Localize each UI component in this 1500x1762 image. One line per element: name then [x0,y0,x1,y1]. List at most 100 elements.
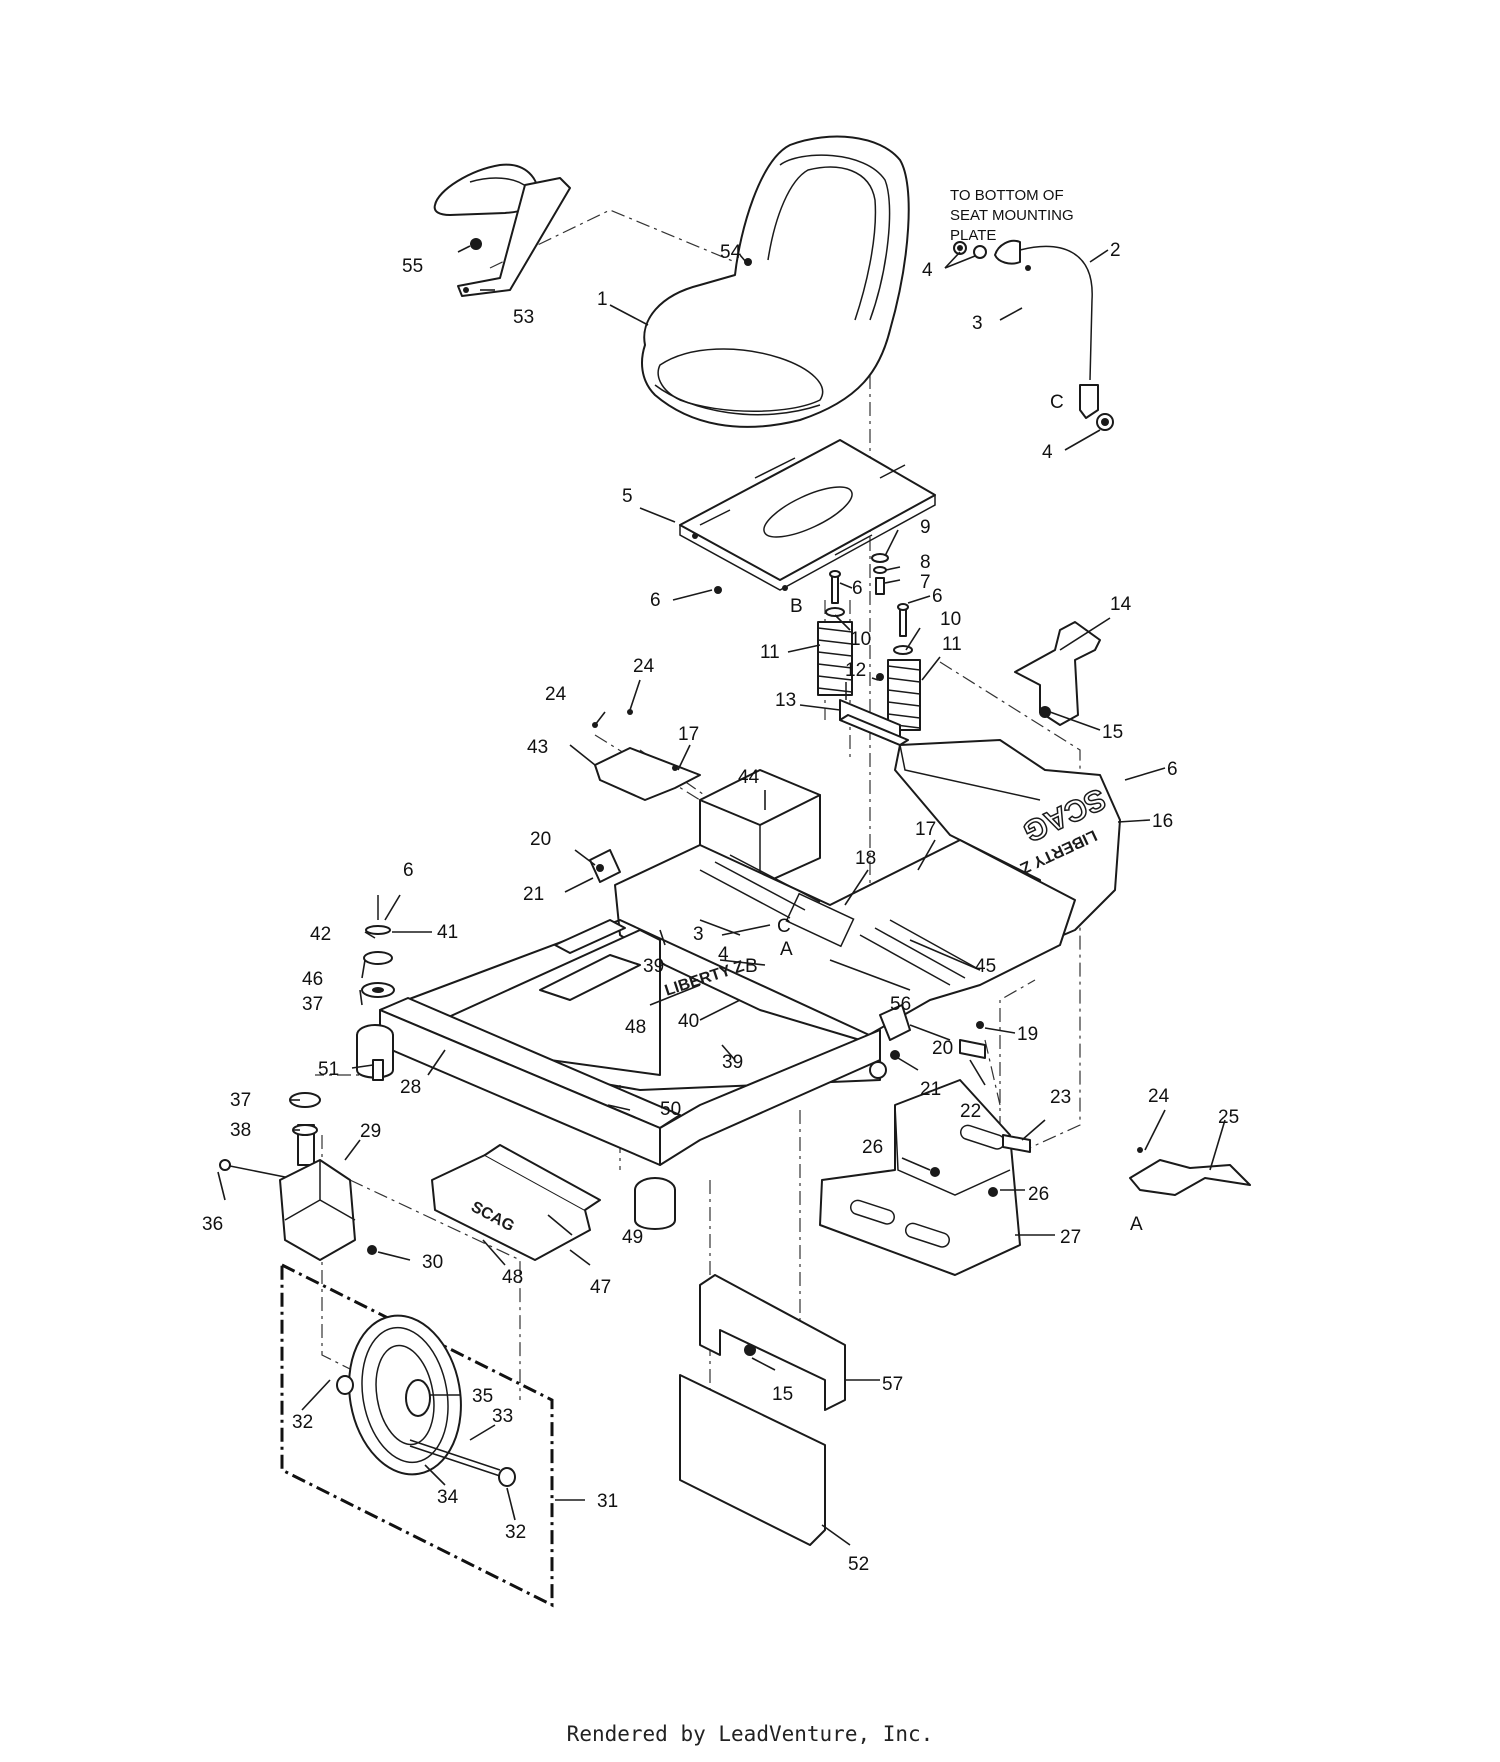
callout-32-left: 32 [292,1412,313,1433]
callout-20-right: 20 [932,1038,953,1059]
callout-2: 2 [1110,240,1121,261]
callout-33: 33 [492,1406,513,1427]
callout-55: 55 [402,256,423,277]
callout-38: 38 [230,1120,251,1141]
caster-wheel-assembly [280,1263,554,1608]
callout-26-left: 26 [862,1137,883,1158]
callout-49: 49 [622,1227,643,1248]
ref-a-frame: A [780,939,793,960]
callout-34: 34 [437,1487,459,1508]
plate-52 [679,1374,826,1546]
callout-4-frame: 4 [718,944,729,965]
seat-switch-cable [953,239,1114,431]
note-line-1: TO BOTTOM OF [950,187,1064,204]
callout-27: 27 [1060,1227,1081,1248]
seat [641,135,910,428]
leader-lines [217,245,1226,1546]
callout-21-right: 21 [920,1079,941,1100]
callout-29: 29 [360,1121,381,1142]
callout-48-frame: 48 [625,1017,646,1038]
callout-43: 43 [527,737,548,758]
caster-assembly [219,1124,377,1261]
callout-7: 7 [920,572,931,593]
callout-14: 14 [1110,594,1132,615]
callout-52: 52 [848,1554,869,1575]
callout-24-top: 24 [633,656,655,677]
callout-17-left: 17 [678,724,699,745]
bracket-43 [592,709,701,801]
callout-1: 1 [597,289,608,310]
ref-c-frame: C [777,916,791,937]
nut-icon [957,245,963,251]
callout-41: 41 [437,922,458,943]
callout-10-right: 10 [940,609,961,630]
callout-48-shield: 48 [502,1267,523,1288]
callout-10-left: 10 [850,629,871,650]
callout-4-cable-top: 4 [922,260,933,281]
frame: SCAG LIBERTY Z LIBERTY Z [356,739,1121,1230]
armrest-assembly [433,163,571,297]
bracket-57 [699,1274,846,1411]
callout-26-right: 26 [1028,1184,1049,1205]
ref-b-plate: B [790,596,803,617]
callout-20-left: 20 [530,829,551,850]
footer-credit: Rendered by LeadVenture, Inc. [566,1722,934,1746]
springs [817,621,921,731]
callout-35: 35 [472,1386,493,1407]
callout-37-bottom: 37 [230,1090,251,1111]
callout-13: 13 [775,690,796,711]
callout-50: 50 [660,1099,681,1120]
callout-54: 54 [720,242,742,263]
callout-15-bottom: 15 [772,1384,793,1405]
callout-39-left: 39 [643,956,664,977]
callout-51: 51 [318,1059,339,1080]
callout-37-top: 37 [302,994,323,1015]
callout-17-right: 17 [915,819,936,840]
callout-28: 28 [400,1077,421,1098]
callout-24-right: 24 [1148,1086,1170,1107]
callout-6-pan: 6 [1167,759,1178,780]
callout-6-plate: 6 [650,590,661,611]
caster-stack [289,895,395,1136]
callout-25: 25 [1218,1107,1239,1128]
callout-15-top: 15 [1102,722,1123,743]
callout-31: 31 [597,1491,618,1512]
callout-23: 23 [1050,1087,1071,1108]
callout-53: 53 [513,307,534,328]
nut-icon [1039,706,1051,718]
callout-40: 40 [678,1011,699,1032]
step-shield: SCAG [431,1144,601,1261]
callout-6-right: 6 [932,586,943,607]
callout-18: 18 [855,848,876,869]
seat-mounting-plate [679,439,936,591]
ref-c-cable: C [1050,392,1064,413]
callout-57: 57 [882,1374,903,1395]
callout-12: 12 [845,660,866,681]
bracket-25 [1129,1147,1251,1196]
ref-a-bracket: A [1130,1214,1143,1235]
callout-4-cable-bottom: 4 [1042,442,1053,463]
callout-36: 36 [202,1214,223,1235]
callout-56: 56 [890,994,911,1015]
callout-16: 16 [1152,811,1173,832]
callout-21-left: 21 [523,884,544,905]
callout-32-right: 32 [505,1522,526,1543]
callout-42: 42 [310,924,331,945]
note-line-3: PLATE [950,227,996,244]
callout-45: 45 [975,956,996,977]
callout-3-cable: 3 [972,313,983,334]
bolt-icon [470,238,482,250]
callout-9: 9 [920,517,931,538]
callout-30: 30 [422,1252,443,1273]
callout-39-right: 39 [722,1052,743,1073]
callout-11-left: 11 [760,642,780,663]
bracket-14 [1014,621,1101,726]
callout-22: 22 [960,1101,981,1122]
callout-46: 46 [302,969,323,990]
callout-6-bolt: 6 [852,578,863,599]
callout-8: 8 [920,552,931,573]
callout-19: 19 [1017,1024,1038,1045]
note-text: TO BOTTOM OF SEAT MOUNTING PLATE [950,187,1074,244]
callout-24-left: 24 [545,684,567,705]
